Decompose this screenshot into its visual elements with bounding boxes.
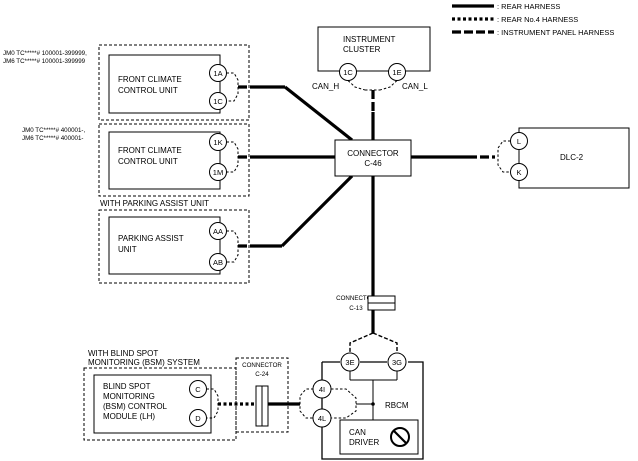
pin-3g: 3G [392, 358, 402, 367]
pin-1m: 1M [213, 168, 223, 177]
wires-bsm [206, 388, 314, 419]
bsm-header-1: WITH BLIND SPOT [88, 349, 158, 358]
pin-1c-fcu: 1C [213, 97, 223, 106]
rbcm: RBCM 3E 3G 4I 4L CAN DRIVER [312, 352, 424, 460]
pin-ab: AB [213, 258, 223, 267]
pin-d-bsm: D [195, 414, 201, 423]
fcu-a-title: FRONT CLIMATE [118, 75, 182, 84]
bsm-title-2: MONITORING [103, 392, 155, 401]
connector-c46: CONNECTOR C-46 [334, 139, 412, 177]
pin-aa: AA [213, 227, 223, 236]
parking-assist-header: WITH PARKING ASSIST UNIT [100, 199, 209, 208]
pin-l-dlc: L [517, 137, 521, 146]
instrument-cluster-subtitle: CLUSTER [343, 45, 381, 54]
connector-c13-id: C-13 [349, 305, 363, 312]
bsm-title-4: MODULE (LH) [103, 412, 155, 421]
legend: : REAR HARNESS : REAR No.4 HARNESS : INS… [452, 2, 614, 37]
pin-1k: 1K [213, 138, 222, 147]
wires-left [226, 72, 354, 263]
legend-instrument-panel-harness: : INSTRUMENT PANEL HARNESS [497, 28, 614, 37]
parking-assist-subtitle: UNIT [118, 245, 137, 254]
dlc-2-label: DLC-2 [560, 153, 584, 162]
dlc-2: DLC-2 L K [510, 127, 630, 189]
pin-4l: 4L [318, 414, 326, 423]
pin-1a: 1A [213, 69, 222, 78]
instrument-cluster: INSTRUMENT CLUSTER 1C 1E CAN_H CAN_L [312, 26, 431, 91]
bsm-module: WITH BLIND SPOT MONITORING (BSM) SYSTEM … [83, 349, 237, 441]
bsm-header-2: MONITORING (BSM) SYSTEM [88, 358, 200, 367]
parking-assist-title: PARKING ASSIST [118, 234, 184, 243]
rbcm-label: RBCM [385, 401, 409, 410]
fcu-a-subtitle: CONTROL UNIT [118, 86, 178, 95]
pin-1e-cluster: 1E [392, 68, 401, 77]
connector-c24: CONNECTOR C-24 [235, 357, 289, 433]
connector-c13: CONNECTOR C-13 [336, 295, 396, 312]
prohibited-icon [390, 427, 410, 447]
wires-dlc [411, 140, 511, 173]
can-h-label: CAN_H [312, 82, 339, 91]
pin-k-dlc: K [516, 168, 521, 177]
front-climate-unit-b: JM0 TC*****# 400001-, JM6 TC*****# 40000… [22, 123, 250, 197]
legend-rear-harness: : REAR HARNESS [497, 2, 560, 11]
instrument-cluster-title: INSTRUMENT [343, 35, 396, 44]
parking-assist-unit: WITH PARKING ASSIST UNIT PARKING ASSIST … [98, 199, 250, 284]
can-driver-label-2: DRIVER [349, 438, 379, 447]
fcu-b-subtitle: CONTROL UNIT [118, 157, 178, 166]
fcu-a-vin-note-1: JM0 TC*****# 100001-399999, [3, 50, 87, 57]
fcu-b-vin-note-1: JM0 TC*****# 400001-, [22, 127, 85, 134]
pin-3e: 3E [345, 358, 354, 367]
connector-c24-label: CONNECTOR [242, 362, 282, 369]
wires-trunk [349, 176, 398, 352]
front-climate-unit-a: JM0 TC*****# 100001-399999, JM6 TC*****#… [3, 44, 250, 121]
bsm-title-1: BLIND SPOT [103, 382, 151, 391]
connector-c13-label: CONNECTOR [336, 295, 376, 302]
can-l-label: CAN_L [402, 82, 428, 91]
fcu-b-title: FRONT CLIMATE [118, 146, 182, 155]
wires-cluster [347, 80, 398, 140]
can-driver-label-1: CAN [349, 428, 366, 437]
bsm-title-3: (BSM) CONTROL [103, 402, 168, 411]
connector-c46-id: C-46 [364, 159, 382, 168]
connector-c24-id: C-24 [255, 371, 269, 378]
pin-c-bsm: C [195, 385, 201, 394]
legend-rear-no4-harness: : REAR No.4 HARNESS [497, 15, 578, 24]
fcu-b-vin-note-2: JM6 TC*****# 400001- [22, 135, 83, 142]
connector-c46-label: CONNECTOR [347, 149, 399, 158]
fcu-a-vin-note-2: JM6 TC*****# 100001-399999 [3, 58, 86, 65]
pin-4i: 4I [319, 385, 325, 394]
pin-1c-cluster: 1C [343, 68, 353, 77]
